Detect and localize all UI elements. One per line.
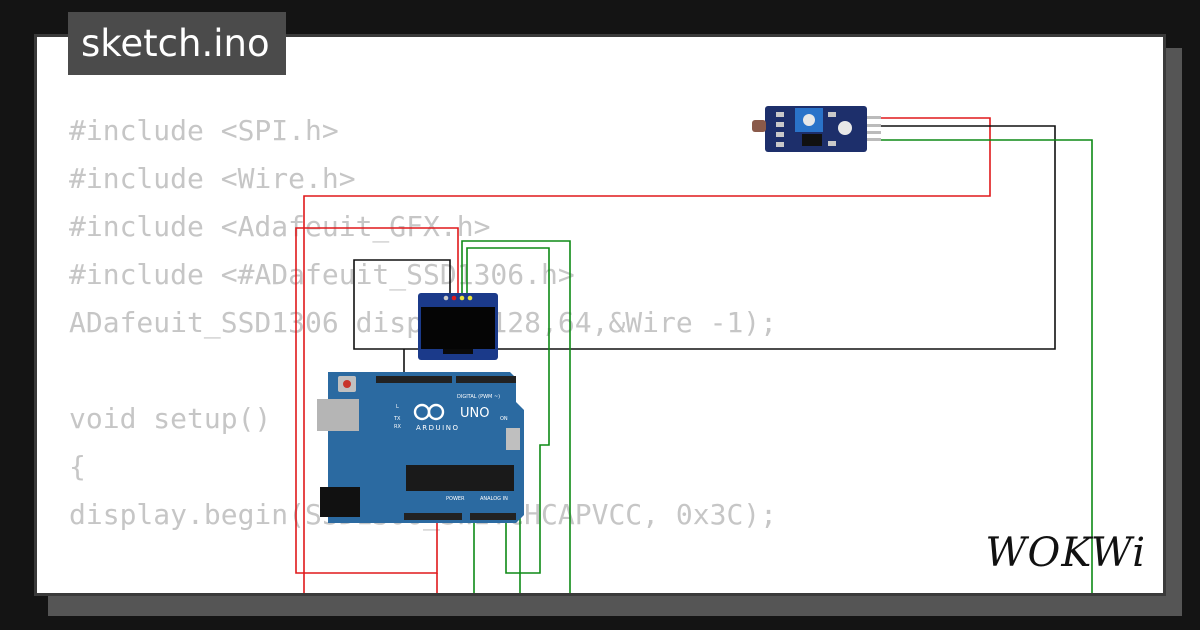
on-led-label: ON: [500, 416, 508, 422]
arduino-uno-board[interactable]: UNO ARDUINO DIGITAL (PWM ~) POWER ANALOG…: [317, 372, 524, 523]
code-line: #include <SPI.h>: [69, 114, 339, 147]
code-line: void setup(): [69, 402, 272, 435]
wokwi-logo: WOKWi: [985, 530, 1146, 576]
code-preview: #include <SPI.h> #include <Wire.h> #includ…: [69, 107, 778, 593]
rx-label: RX: [394, 424, 401, 430]
reset-button: [343, 380, 351, 388]
oled-pin-scl: [459, 295, 465, 301]
digital-header-left: [376, 376, 452, 383]
wire-black-sensor-gnd: [353, 125, 1056, 350]
digital-pins-label: DIGITAL (PWM ~): [457, 394, 500, 400]
digital-header-right: [456, 376, 516, 383]
wire-green-sensor-out: [880, 139, 1093, 593]
atmega-chip: [406, 465, 514, 491]
power-label: POWER: [446, 496, 465, 502]
light-sensor-module[interactable]: [752, 106, 881, 152]
board-model-label: UNO: [460, 406, 489, 421]
wire-green-oled-scl: [461, 240, 571, 593]
project-card: #include <SPI.h> #include <Wire.h> #includ…: [34, 34, 1166, 596]
oled-pin-sda: [467, 295, 473, 301]
code-line: {: [69, 450, 86, 483]
code-line: #include <#ADafeuit_SSD1306.h>: [69, 258, 575, 291]
board-brand-label: ARDUINO: [416, 424, 459, 432]
analog-header: [470, 513, 516, 520]
l-led-label: L: [396, 404, 399, 410]
wire-green-oled-sda: [466, 247, 550, 574]
oled-display-module[interactable]: [418, 293, 498, 360]
tx-label: TX: [393, 416, 401, 422]
code-line: #include <Adafeuit_GFX.h>: [69, 210, 491, 243]
analog-label: ANALOG IN: [480, 496, 508, 502]
oled-pin-gnd: [443, 295, 449, 301]
code-line: #include <Wire.h>: [69, 162, 356, 195]
oled-pin-vcc: [451, 295, 457, 301]
code-line: ADafeuit_SSD1306 display(128,64,&Wire -1…: [69, 306, 778, 339]
file-name-tab[interactable]: sketch.ino: [68, 12, 286, 75]
wire-red-sensor-vcc: [303, 117, 991, 593]
power-header: [404, 513, 462, 520]
wire-red-oled-vcc: [295, 227, 459, 574]
